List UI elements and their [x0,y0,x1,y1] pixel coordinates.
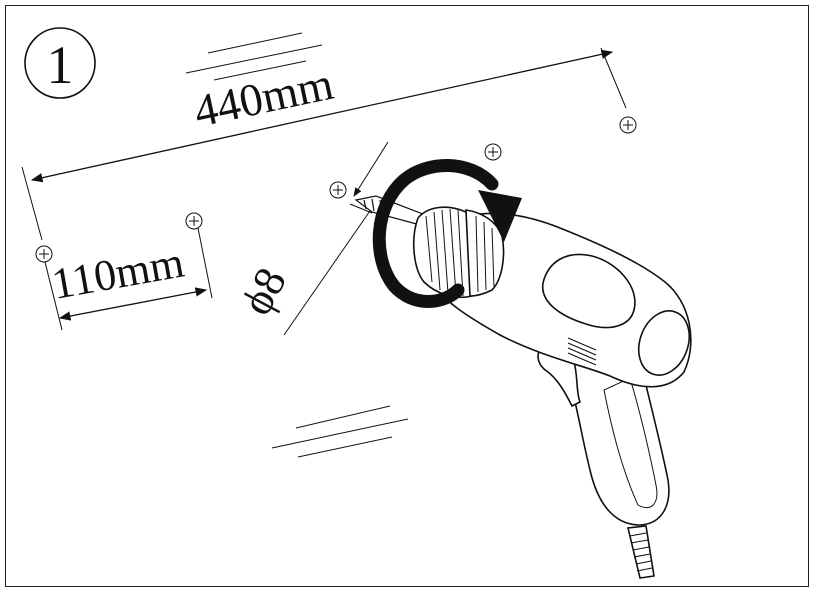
dimension-overall: 440mm [21,47,627,241]
hole-marker-icon [484,143,502,161]
hole-marker-icon [619,116,637,134]
step-number-badge: 1 [24,27,96,99]
electric-drill-icon [412,206,692,579]
dimension-side: 110mm [44,227,213,331]
surface-hatching [185,32,409,458]
drill-diameter-callout: ϕ8 [232,141,389,336]
diagram-frame [5,5,809,587]
drill-diameter-label: ϕ8 [232,260,296,323]
dimension-line-overall [30,49,614,183]
dimension-line-side [58,287,208,321]
hole-marker-icon [185,212,203,230]
step-number: 1 [47,35,74,95]
hole-marker-icon [329,181,347,199]
hole-marker-icon [35,245,53,263]
rotation-arrow-icon [372,159,522,308]
